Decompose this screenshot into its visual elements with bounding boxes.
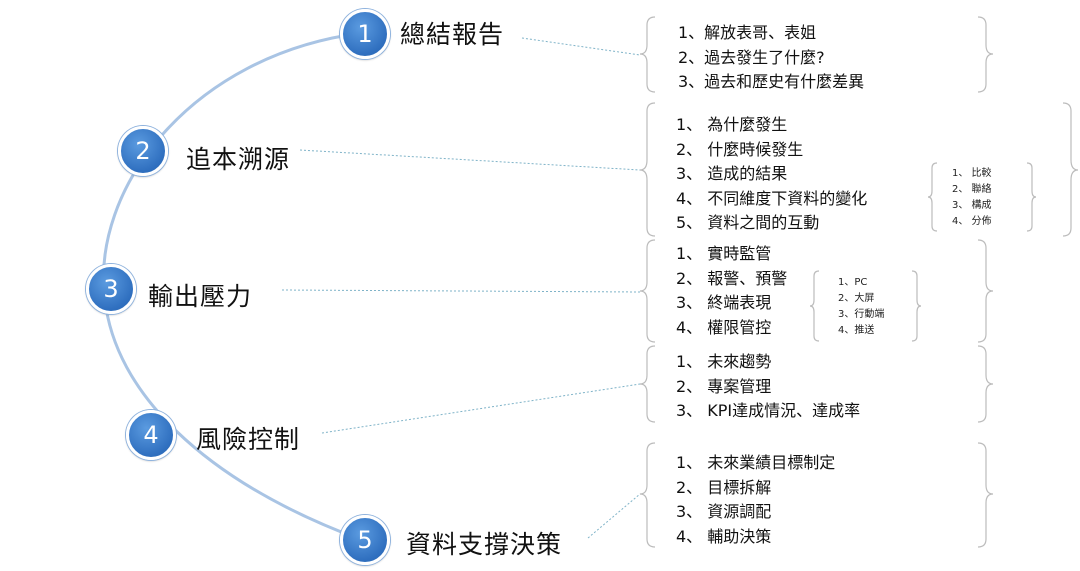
list-item: 5、 資料之間的互動 [676,213,820,232]
connector-1 [521,37,641,56]
step-list-5: 1、 未來業績目標制定 2、 目標拆解 3、 資源調配 4、 輔助決策 [676,451,835,549]
sublist-item: 4、推送 [838,325,875,336]
list-item: 3、 資源調配 [676,502,772,521]
list-item: 4、 輔助決策 [676,526,772,546]
bracket-right-2 [1062,102,1079,237]
bracket-left-4 [639,345,656,423]
subbracket-left-2 [927,162,938,232]
list-item: 4、 權限管控 [676,317,772,337]
list-item: 1、 未來趨勢 [676,352,772,371]
bracket-right-4 [977,345,994,423]
connector-2 [299,149,641,171]
step-number-badge-1: 1 [340,9,390,59]
list-item: 1、 實時監管 [676,244,772,263]
step-list-4: 1、 未來趨勢 2、 專案管理 3、 KPI達成情況、達成率 [676,350,860,424]
subbracket-left-3 [809,270,820,342]
sublist-item: 2、 聯絡 [952,184,992,195]
list-item: 4、 不同維度下資料的變化 [676,188,868,208]
list-item: 2、 報警、預警 [676,268,788,288]
bracket-left-1 [639,16,656,93]
sublist-item: 4、 分佈 [952,216,992,227]
connector-4 [321,383,641,434]
step-sublist-3: 1、PC 2、大屏 3、行動端 4、推送 [838,275,884,339]
bracket-right-3 [977,239,994,343]
list-brackets [639,16,1079,548]
list-item: 2、 專案管理 [676,376,772,396]
connector-lines [281,37,641,539]
sublist-item: 2、大屏 [838,293,875,304]
sublist-item: 1、PC [838,277,868,288]
list-item: 3、 終端表現 [676,293,772,312]
step-title-5: 資料支撐決策 [406,530,563,559]
bracket-left-2 [639,102,656,237]
step-number-badge-3: 3 [86,264,136,314]
step-title-3: 輸出壓力 [148,282,253,311]
bracket-right-5 [977,442,994,548]
list-item: 2、 什麼時候發生 [676,139,804,159]
list-item: 3、過去和歷史有什麼差異 [678,72,865,91]
subbracket-right-2 [1026,162,1037,232]
step-list-1: 1、解放表哥、表姐 2、過去發生了什麼? 3、過去和歷史有什麼差異 [678,21,864,95]
list-item: 2、過去發生了什麼? [678,47,825,67]
step-list-3: 1、 實時監管 2、 報警、預警 3、 終端表現 4、 權限管控 [676,242,787,340]
step-number-badge-2: 2 [118,126,168,176]
step-sublist-2: 1、 比較 2、 聯絡 3、 構成 4、 分佈 [952,166,992,230]
list-item: 3、 KPI達成情況、達成率 [676,401,861,420]
bracket-left-3 [639,239,656,343]
list-item: 2、 目標拆解 [676,477,772,497]
sublist-item: 1、 比較 [952,168,992,179]
step-title-2: 追本溯源 [186,145,291,174]
connector-3 [281,289,641,293]
bracket-left-5 [639,442,656,548]
step-title-4: 風險控制 [196,425,301,454]
step-number-badge-4: 4 [126,410,176,460]
list-item: 3、 造成的結果 [676,164,788,183]
step-list-2: 1、 為什麼發生 2、 什麼時候發生 3、 造成的結果 4、 不同維度下資料的變… [676,113,867,236]
connector-5 [587,493,641,539]
list-item: 1、 為什麼發生 [676,115,788,134]
list-item: 1、解放表哥、表姐 [678,23,817,42]
step-title-1: 總結報告 [400,20,505,49]
sublist-item: 3、行動端 [838,309,885,320]
subbracket-right-3 [911,270,922,342]
bracket-right-1 [977,16,994,93]
sublist-item: 3、 構成 [952,200,992,211]
list-item: 1、 未來業績目標制定 [676,453,836,472]
step-number-badge-5: 5 [340,515,390,565]
